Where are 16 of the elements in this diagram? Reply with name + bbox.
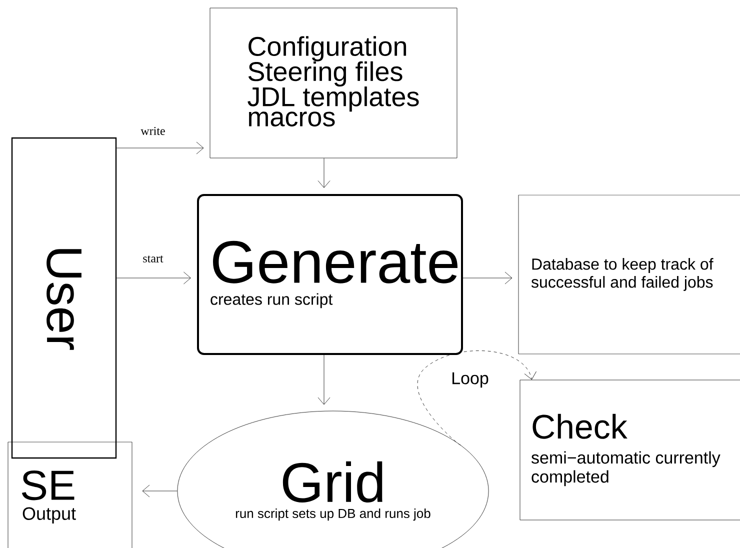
arrow [417,350,536,446]
arrow [116,142,204,154]
arrow [462,272,512,284]
arrow [116,272,191,284]
edge-label: start [143,256,164,262]
user-box: User [11,137,117,459]
edge-label: write [140,126,165,136]
edge-label: Loop [450,371,490,389]
arrow [318,158,330,188]
arrow [142,484,178,498]
check-box: Check semi−automatic currently completed [520,380,740,520]
output-box: SE Output [8,442,132,548]
arrow [318,354,330,405]
process-box: Generate creates run script [197,194,463,355]
text-box: Configuration Steering files JDL templates macros [210,8,458,158]
database-box: Database to keep track of successful and failed jobs [518,194,740,354]
